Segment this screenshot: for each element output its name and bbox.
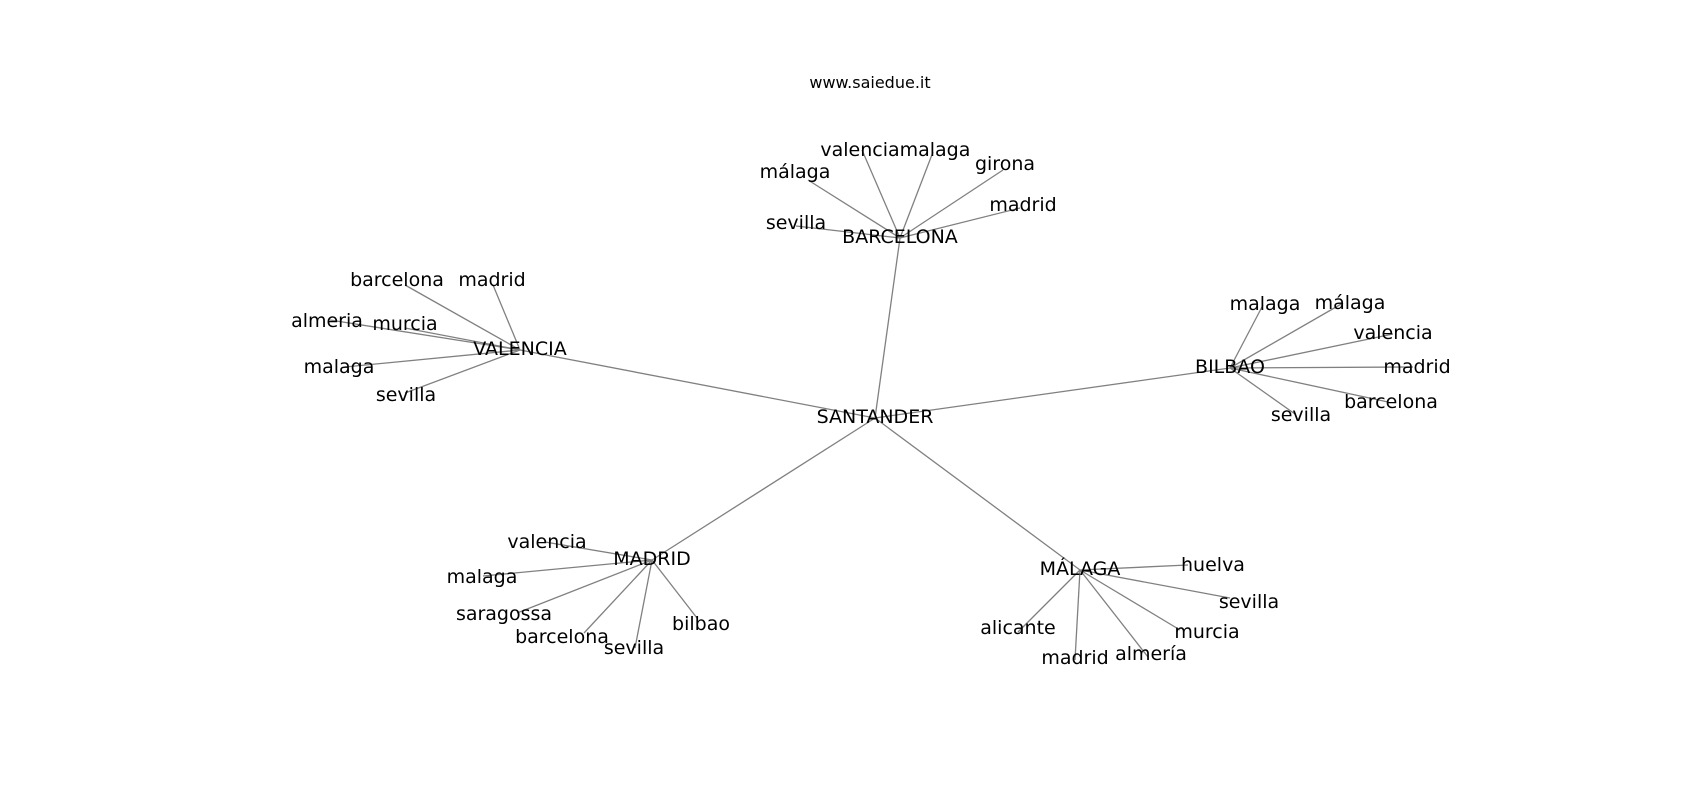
edge-madrid-leaf [544, 541, 653, 561]
edge-valencia-leaf [329, 319, 521, 351]
edge-root-bilbao [874, 367, 1231, 419]
edge-barcelona-leaf [795, 225, 901, 239]
leaf-node-label: valencia [820, 139, 899, 161]
edge-madrid-leaf [516, 559, 653, 614]
edge-bilbao-leaf [1229, 367, 1296, 415]
edge-malaga-leaf [1079, 569, 1149, 658]
site-watermark: www.saiedue.it [809, 73, 930, 92]
leaf-node-label: barcelona [515, 626, 609, 648]
edge-barcelona-leaf [899, 169, 1004, 239]
root-node-label: SANTANDER [817, 406, 934, 428]
leaf-node-label: saragossa [456, 603, 552, 625]
leaf-node-label: valencia [507, 531, 586, 553]
edge-root-barcelona [874, 237, 901, 419]
leaf-node-label: huelva [1181, 554, 1245, 576]
hub-node-label: MADRID [613, 548, 690, 570]
leaf-node-label: almería [1115, 643, 1187, 665]
edge-madrid-leaf [583, 559, 653, 634]
edge-root-madrid [651, 417, 876, 561]
leaf-node-label: madrid [1041, 647, 1108, 669]
edge-malaga-leaf [1074, 569, 1081, 661]
edge-barcelona-leaf [899, 207, 1021, 239]
edge-bilbao-leaf [1229, 366, 1414, 369]
leaf-node-label: málaga [760, 161, 831, 183]
hub-node-label: BARCELONA [842, 226, 958, 248]
edge-valencia-leaf [404, 327, 521, 351]
edge-valencia-leaf [404, 284, 521, 351]
edge-malaga-leaf [1079, 569, 1231, 599]
leaf-node-label: barcelona [350, 269, 444, 291]
edge-bilbao-leaf [1229, 333, 1394, 369]
leaf-node-label: girona [975, 153, 1035, 175]
edge-malaga-leaf [1079, 569, 1181, 631]
leaf-node-label: malaga [304, 356, 375, 378]
edge-valencia-leaf [492, 284, 521, 351]
edge-valencia-leaf [344, 349, 521, 368]
edge-valencia-leaf [404, 349, 521, 394]
edge-madrid-leaf [634, 559, 653, 649]
edge-madrid-leaf [651, 559, 698, 619]
leaf-node-label: sevilla [1219, 591, 1279, 613]
edges-layer [329, 149, 1414, 661]
leaf-node-label: malaga [447, 566, 518, 588]
edge-malaga-leaf [1017, 569, 1081, 633]
leaf-node-label: valencia [1353, 322, 1432, 344]
leaf-node-label: bilbao [672, 613, 730, 635]
hub-node-label: VALENCIA [473, 338, 566, 360]
leaf-node-label: sevilla [1271, 404, 1331, 426]
hub-node-label: MÁLAGA [1040, 557, 1121, 580]
edge-root-malaga [874, 417, 1081, 571]
edge-malaga-leaf [1079, 564, 1189, 571]
leaf-node-label: sevilla [376, 384, 436, 406]
leaf-node-label: madrid [458, 269, 525, 291]
leaf-node-label: málaga [1315, 292, 1386, 314]
leaf-node-label: madrid [989, 194, 1056, 216]
edge-barcelona-leaf [861, 149, 901, 239]
leaf-node-label: sevilla [604, 637, 664, 659]
edge-barcelona-leaf [899, 151, 934, 239]
leaf-node-label: barcelona [1344, 391, 1438, 413]
leaf-node-label: alicante [980, 617, 1055, 639]
leaf-node-label: sevilla [766, 212, 826, 234]
edge-madrid-leaf [482, 559, 653, 577]
leaf-node-label: madrid [1383, 356, 1450, 378]
leaf-node-label: murcia [1174, 621, 1239, 643]
leaf-node-label: malaga [1230, 293, 1301, 315]
edge-barcelona-leaf [807, 179, 901, 239]
edge-root-valencia [519, 349, 876, 419]
leaf-node-label: murcia [372, 313, 437, 335]
hub-node-label: BILBAO [1195, 356, 1265, 378]
edge-bilbao-leaf [1229, 367, 1389, 403]
edge-bilbao-leaf [1229, 304, 1264, 369]
leaf-node-label: malaga [900, 139, 971, 161]
leaf-node-label: almeria [291, 310, 363, 332]
edge-bilbao-leaf [1229, 302, 1344, 369]
